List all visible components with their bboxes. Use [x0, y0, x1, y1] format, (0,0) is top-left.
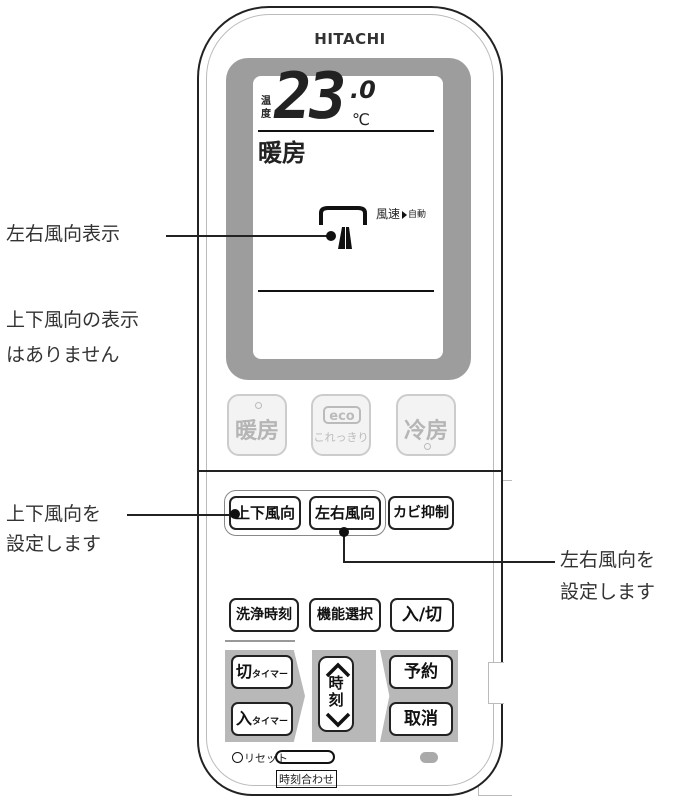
annotation-set-vertical-2: 設定します: [6, 533, 102, 555]
vertical-louver-button[interactable]: 上下風向: [229, 496, 301, 530]
temp-label-top: 温: [261, 96, 271, 107]
status-indicator: [420, 752, 438, 763]
clock-set-button[interactable]: [275, 750, 335, 764]
eco-mode-button[interactable]: eco これっきり: [311, 394, 371, 456]
timer-divider: [225, 640, 295, 642]
leader-line-vertical: [127, 514, 235, 516]
on-timer-button[interactable]: 入タイマー: [231, 702, 293, 736]
fan-speed-label: 風速: [376, 207, 401, 221]
indicator-dot-icon: [424, 443, 431, 450]
indicator-dot-icon: [255, 402, 262, 409]
flap-latch: [488, 662, 504, 704]
heat-mode-button[interactable]: 暖房: [227, 394, 287, 456]
off-timer-button[interactable]: 切タイマー: [231, 655, 293, 689]
lid-divider: [199, 470, 501, 472]
leader-line-horizontal-h: [343, 561, 555, 563]
temperature-decimal: .0: [350, 76, 376, 104]
cancel-button[interactable]: 取消: [389, 702, 453, 736]
annotation-no-vertical-1: 上下風向の表示: [6, 309, 140, 331]
leader-dot: [326, 231, 336, 241]
annotation-no-vertical-2: はありません: [6, 344, 120, 366]
clock-set-label: 時刻合わせ: [276, 770, 337, 788]
eco-logo: eco: [323, 406, 361, 424]
leader-dot: [230, 509, 240, 519]
chevron-up-icon: [325, 662, 351, 678]
heat-mode-label: 暖房: [234, 419, 279, 444]
lcd-divider-bottom: [258, 290, 434, 292]
annotation-set-horizontal-1: 左右風向を: [560, 549, 656, 571]
temperature-unit: ℃: [352, 110, 370, 129]
louver-key-group: [224, 490, 386, 536]
function-select-button[interactable]: 機能選択: [309, 598, 381, 632]
annotation-horizontal-display: 左右風向表示: [6, 223, 121, 245]
eco-sub-label: これっきり: [313, 431, 369, 444]
on-timer-sub-label: タイマー: [252, 717, 289, 727]
off-timer-main-label: 切: [235, 662, 252, 681]
cool-mode-button[interactable]: 冷房: [396, 394, 456, 456]
reset-hole-icon[interactable]: [232, 752, 243, 763]
cool-mode-label: 冷房: [403, 419, 448, 444]
temperature-value: 23: [267, 60, 348, 134]
horizontal-louver-button[interactable]: 左右風向: [309, 496, 381, 530]
off-timer-sub-label: タイマー: [252, 670, 289, 680]
temp-label-bottom: 度: [261, 109, 271, 120]
horizontal-louver-icon: [319, 206, 367, 249]
fan-arrow-icon: [402, 211, 407, 219]
leader-line-horizontal-v: [343, 532, 345, 562]
remote-inner-outline: [206, 14, 494, 786]
mode-indicator: 暖房: [258, 139, 306, 167]
lcd-screen: [253, 76, 443, 359]
annotation-set-horizontal-2: 設定します: [560, 581, 656, 603]
chevron-down-icon: [325, 712, 351, 728]
on-timer-main-label: 入: [235, 709, 252, 728]
time-label-1: 時: [328, 674, 344, 692]
leader-line-display: [166, 235, 331, 237]
wash-timer-button[interactable]: 洗浄時刻: [229, 598, 299, 632]
leader-dot: [339, 527, 349, 537]
annotation-set-vertical-1: 上下風向を: [6, 503, 102, 525]
lcd-divider-top: [258, 130, 434, 132]
brand-logo: HITACHI: [314, 30, 386, 48]
fan-speed-value: 自動: [408, 210, 427, 220]
on-off-button[interactable]: 入/切: [390, 598, 454, 632]
reserve-button[interactable]: 予約: [389, 655, 453, 689]
mold-prevention-button[interactable]: カビ抑制: [388, 496, 454, 530]
time-label-2: 刻: [328, 691, 344, 709]
time-adjust-button[interactable]: 時 刻: [318, 656, 354, 732]
